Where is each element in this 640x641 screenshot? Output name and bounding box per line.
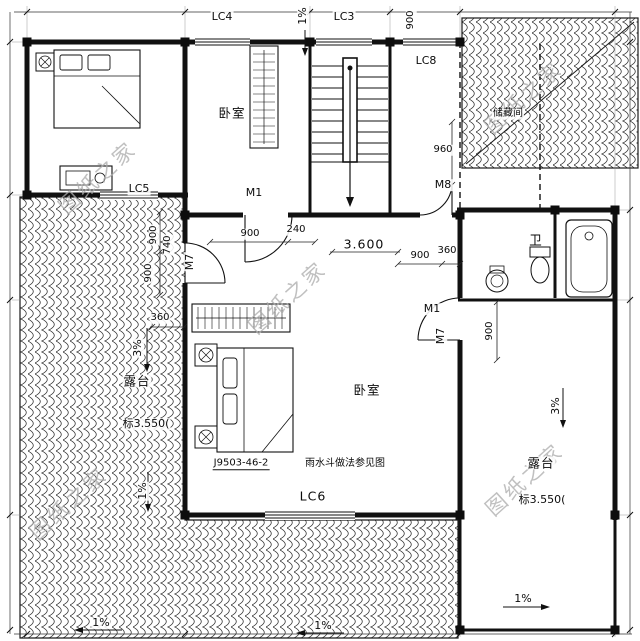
slope-label-1pct-right: 1% xyxy=(513,592,533,606)
window-label-lc3: LC3 xyxy=(332,10,356,24)
staircase xyxy=(310,57,390,207)
furniture-bed-center xyxy=(191,303,294,453)
window-lc4 xyxy=(195,37,250,47)
door-label-m1-mid: M1 xyxy=(422,302,442,316)
door-m7-left xyxy=(184,242,226,284)
room-label-storage: 储藏间 xyxy=(492,107,524,120)
slope-label-1pct-bottom-b: 1% xyxy=(313,619,333,633)
window-lc3 xyxy=(316,37,372,47)
washbasin xyxy=(485,265,509,293)
dim-240-hall: 240 xyxy=(285,223,307,236)
dim-3600: 3.600 xyxy=(342,236,386,252)
slope-label-1pct-left: 1% xyxy=(136,481,150,501)
dim-900-hall: 900 xyxy=(239,227,261,240)
dimension-frame xyxy=(6,8,634,638)
dim-900-door: 900 xyxy=(483,320,496,342)
window-symbols xyxy=(100,37,456,520)
slope-label-3pct-left: 3% xyxy=(131,338,145,358)
room-label-terrace-right: 露台 xyxy=(526,455,556,471)
wardrobe-topmiddle xyxy=(249,45,279,149)
furniture-bed-topleft xyxy=(35,49,141,191)
toilet xyxy=(529,246,551,284)
slope-label-1pct-bottom-a: 1% xyxy=(91,616,111,630)
window-lc8 xyxy=(403,37,456,47)
dim-360-left: 360 xyxy=(149,311,171,324)
door-label-m1-top: M1 xyxy=(244,186,264,200)
dim-360-bath: 360 xyxy=(436,244,458,257)
structural-columns xyxy=(22,37,620,635)
stair-direction-arrow xyxy=(346,65,354,207)
room-label-bathroom: 卫 xyxy=(528,232,544,248)
tv-cabinet xyxy=(59,165,113,191)
room-label-bedroom-1: 卧室 xyxy=(217,105,247,121)
door-label-m7-mid: M7 xyxy=(434,326,448,346)
door-label-m8: M8 xyxy=(433,178,453,192)
roof-hatch-areas xyxy=(19,17,639,639)
dim-960: 960 xyxy=(432,143,454,156)
dim-900-bath: 900 xyxy=(409,249,431,262)
window-label-lc4: LC4 xyxy=(210,10,234,24)
walls xyxy=(24,39,618,632)
room-label-terrace-left: 露台 xyxy=(122,373,152,389)
dim-900-top: 900 xyxy=(404,9,417,31)
window-label-lc8: LC8 xyxy=(414,54,438,68)
dim-900-left-a: 900 xyxy=(147,224,160,246)
bathroom-fixtures xyxy=(485,219,613,298)
window-label-lc5: LC5 xyxy=(127,182,151,196)
note-elevation-left: 标3.550( xyxy=(121,417,171,431)
slope-label-3pct-right: 3% xyxy=(549,396,563,416)
slope-label-1pct-top: 1% xyxy=(296,6,310,26)
bathtub xyxy=(565,219,613,298)
window-lc6 xyxy=(265,510,355,520)
dim-900-left-b: 900 xyxy=(142,262,155,284)
wardrobe-center xyxy=(191,303,291,333)
door-label-m7-left: M7 xyxy=(183,252,197,272)
note-elevation-right: 标3.550( xyxy=(517,493,567,507)
room-label-bedroom-2: 卧室 xyxy=(352,382,382,398)
dim-740-left: 740 xyxy=(161,234,174,256)
note-drawing-no: J9503-46-2 xyxy=(212,457,270,470)
note-rain: 雨水斗做法参见图 xyxy=(304,457,386,470)
window-label-lc6: LC6 xyxy=(298,488,328,504)
